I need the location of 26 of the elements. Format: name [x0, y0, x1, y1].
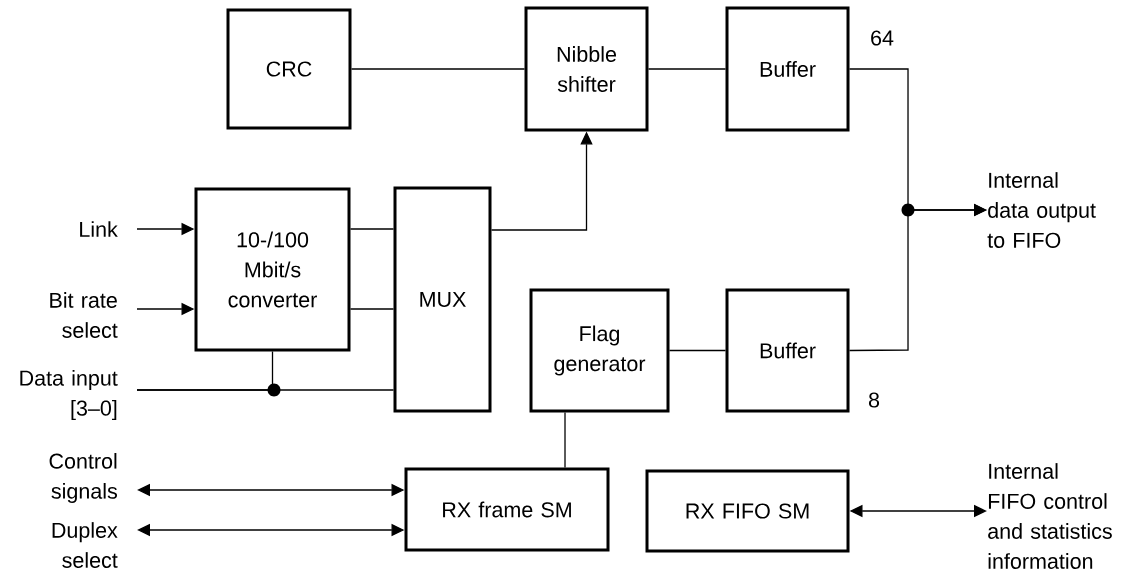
bus-width-label: 8 [868, 392, 880, 408]
connector [349, 308, 395, 310]
process-box: CRC [226, 8, 352, 130]
arrow [848, 203, 987, 352]
connector [350, 68, 526, 70]
process-box: Nibble shifter [524, 6, 649, 132]
connector [668, 349, 727, 352]
signal-label: Duplex select [52, 522, 118, 568]
process-box: RX FIFO SM [645, 469, 850, 553]
process-box: Flag generator [529, 288, 670, 413]
connector [136, 389, 395, 391]
connector [647, 68, 727, 70]
process-box: MUX [393, 186, 492, 413]
signal-label: Internal FIFO control and statistics information [988, 463, 1112, 569]
signal-label: Control signals [49, 453, 117, 504]
signal-label: Data input [3–0] [20, 370, 118, 421]
connector [564, 411, 566, 469]
signal-label: Link [80, 221, 118, 237]
process-box: RX frame SM [404, 467, 610, 552]
signal-label: Internal data output to FIFO [987, 172, 1096, 248]
process-box: Buffer [725, 288, 850, 413]
process-box: 10-/100 Mbit/s converter [194, 187, 351, 352]
bus-width-label: 64 [871, 30, 894, 46]
connector [349, 228, 395, 230]
signal-label: Bit rate select [50, 292, 118, 338]
process-box: Buffer [725, 6, 850, 132]
